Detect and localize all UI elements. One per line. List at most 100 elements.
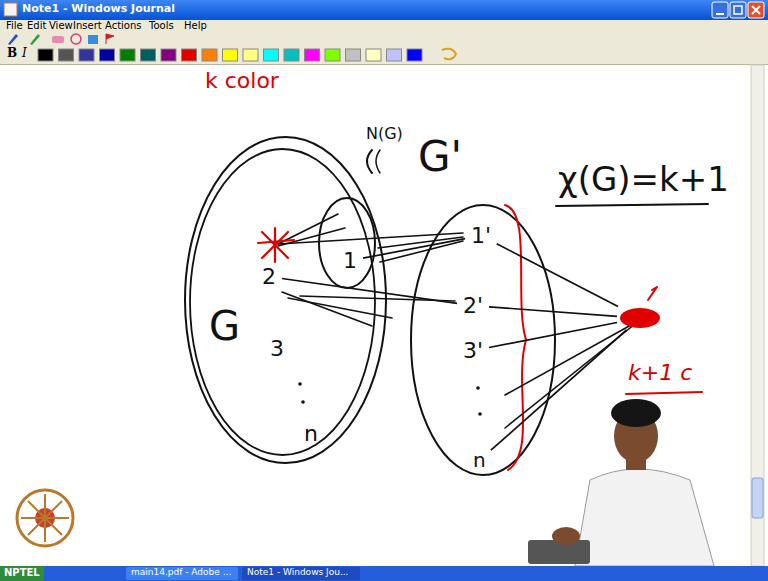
sketch-rect (100, 49, 115, 61)
sketch-path (752, 6, 760, 14)
sketch-rect (325, 49, 340, 61)
graph-title: G' (418, 133, 462, 181)
vertex-name: 3' (463, 338, 483, 363)
sketch-ellipse (552, 527, 580, 545)
vertex-name: 1' (471, 223, 491, 248)
sketch-path (106, 34, 114, 44)
sketch-path (648, 287, 657, 300)
format-bar (0, 46, 768, 65)
label-wrap: Edit (27, 20, 46, 32)
graph-edge (489, 322, 617, 347)
graph-edge (363, 239, 465, 258)
taskbar-item: Note1 - Windows Jou... (247, 567, 348, 577)
sketch-rect (4, 3, 17, 16)
sketch-rect (407, 49, 422, 61)
sketch-rect (0, 566, 44, 581)
sketch-rect (0, 20, 768, 32)
sketch-circle (298, 382, 302, 386)
sketch-rect (120, 49, 135, 61)
sketch-rect (305, 49, 320, 61)
sketch-rect (748, 2, 764, 18)
vertex-name: 2 (262, 264, 276, 289)
sketch-line (278, 228, 345, 246)
sketch-rect (59, 49, 74, 61)
label-wrap: Note1 - Windows Jou... (247, 567, 348, 577)
label-wrap: Tools (149, 20, 174, 32)
menu-item: Help (184, 20, 207, 32)
italic-button: I (22, 47, 27, 61)
menu-item: View (49, 20, 73, 32)
graph-sketch (258, 150, 708, 475)
sketch-rect (366, 49, 381, 61)
label-wrap: B (7, 47, 17, 61)
sketch-path (505, 205, 526, 470)
sketch-line (274, 228, 276, 262)
color-note: k color (205, 68, 279, 93)
pen-color-swatches (38, 49, 422, 61)
vertex-label: n (470, 448, 489, 473)
menu-item: Insert (73, 20, 102, 32)
title-bar (0, 0, 768, 20)
outer-outline (185, 137, 386, 463)
sketch-line (288, 298, 392, 318)
label-wrap: NPTEL (4, 567, 40, 579)
bold-button: B (7, 47, 17, 61)
sketch-rect (264, 49, 279, 61)
sketch-rect (0, 46, 768, 64)
vertex-dot (620, 308, 660, 328)
sketch-rect (284, 49, 299, 61)
menu-item: Actions (105, 20, 142, 32)
sketch-circle (476, 386, 480, 390)
vertex-label: 1' (468, 222, 494, 249)
sketch-rect (712, 2, 728, 18)
sketch-path (367, 150, 372, 173)
sketch-circle (478, 412, 482, 416)
vertex-label: 2 (259, 263, 279, 290)
sketch-path (716, 13, 724, 15)
menu-item: File (6, 20, 23, 32)
vertex-label: 3 (267, 335, 287, 362)
graph-edge (497, 244, 618, 307)
neighborhood-outline (319, 198, 375, 288)
sketch-circle (301, 400, 305, 404)
sketch-rect (52, 36, 64, 43)
sketch-rect (126, 567, 238, 580)
scroll-bar (751, 65, 764, 566)
chromatic-number: χ(G)=k+1 (558, 160, 729, 199)
menu-item: Edit (27, 20, 46, 32)
label-wrap: main14.pdf - Adobe ... (131, 567, 231, 577)
vertex-label: 3' (460, 337, 486, 364)
task-bar (0, 566, 768, 581)
vertex-name: n (304, 421, 318, 446)
vertex-label: 1 (340, 247, 360, 274)
sketch-rect (38, 49, 53, 61)
label-wrap: View (49, 20, 73, 32)
sketch-rect (387, 49, 402, 61)
graph-edge (489, 307, 617, 316)
lecturer-figure (528, 399, 714, 566)
region-heading: G (209, 303, 414, 349)
sketch-line (556, 204, 708, 206)
sketch-line (0, 64, 768, 65)
vertex-dot (620, 308, 660, 328)
sketch-rect (242, 567, 360, 580)
vertex-name: 3 (270, 336, 284, 361)
window-title: Note1 - Windows Journal (22, 3, 175, 16)
channel-logo: NPTEL (4, 567, 40, 579)
sketch-rect (752, 478, 763, 518)
taskbar-item: main14.pdf - Adobe ... (131, 567, 231, 577)
sketch-line (626, 392, 702, 394)
sketch-rect (141, 49, 156, 61)
vertex-name: 2' (463, 293, 483, 318)
label-wrap: File (6, 20, 23, 32)
vertex-name: 1 (343, 248, 357, 273)
sketch-rect (223, 49, 238, 61)
label-wrap: χ(G)=k+1 (558, 160, 729, 199)
vertex-label: n (301, 420, 321, 447)
menu-item: Tools (149, 20, 174, 32)
sketch-path (30, 34, 40, 45)
